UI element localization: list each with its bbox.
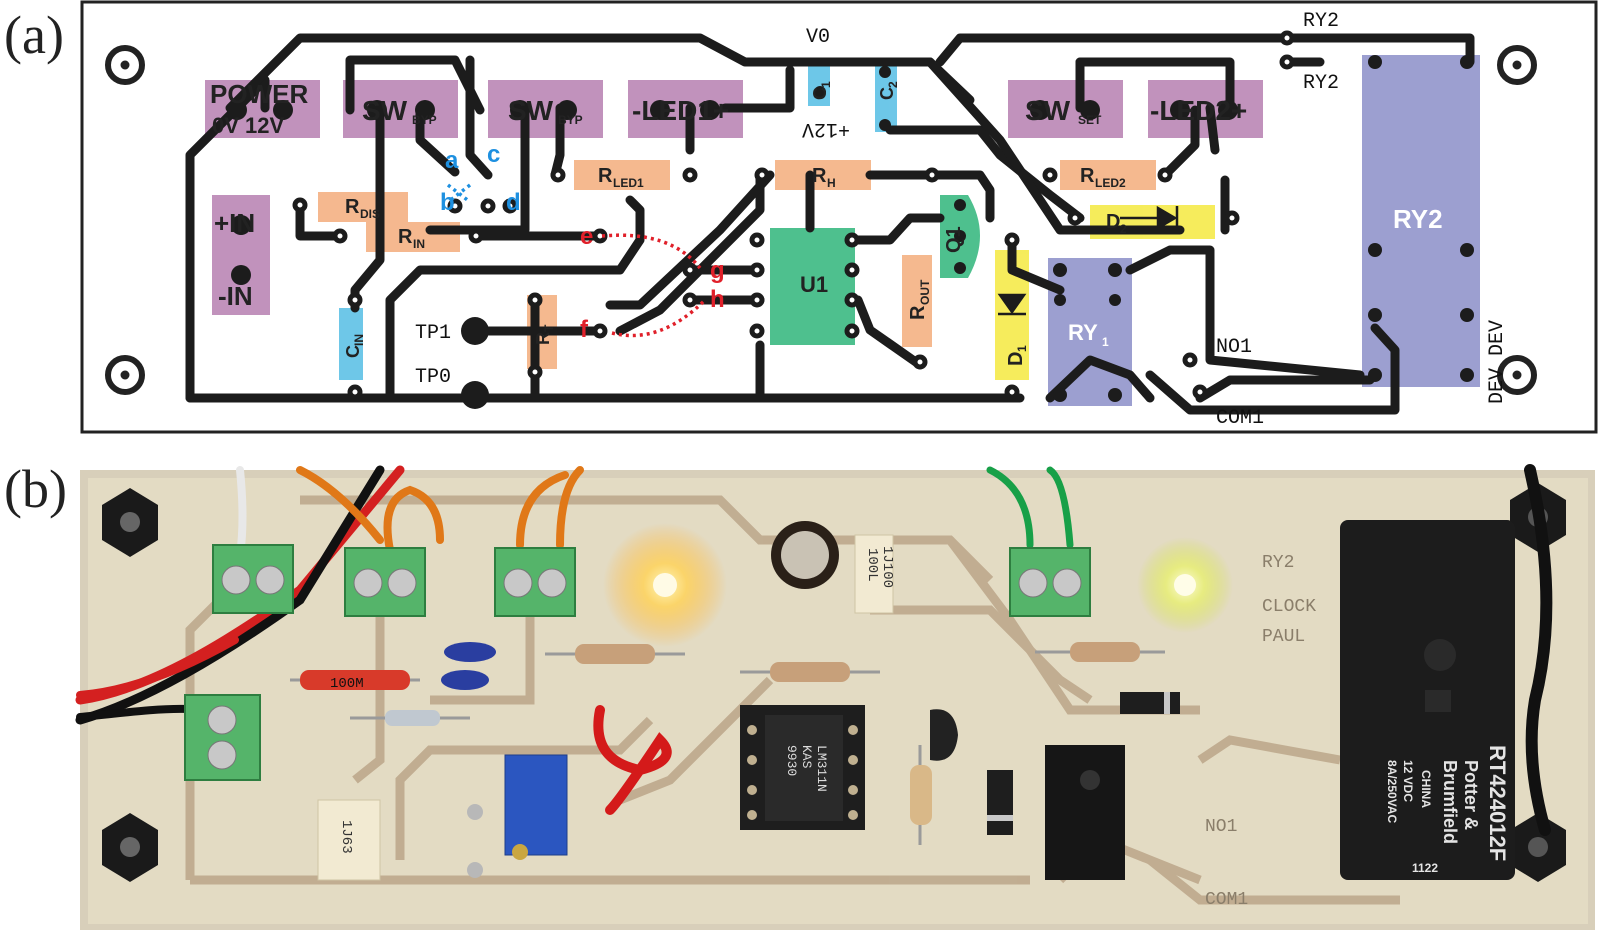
panel-label-a: (a) <box>4 5 64 65</box>
c1-label: C <box>810 87 830 100</box>
sw-byp-2-label: SW <box>508 95 554 126</box>
c1-sub: 1 <box>819 81 833 88</box>
pcb-traces <box>185 33 1475 415</box>
sw-byp-1-sub: BYP <box>412 113 437 127</box>
sw-set-label: SW <box>1025 95 1071 126</box>
no1-label: NO1 <box>1216 336 1252 359</box>
d1-sub: 1 <box>1015 345 1029 352</box>
led1-label: -LED1+ <box>632 95 729 126</box>
sw-byp-1-label: SW <box>362 95 408 126</box>
r-dis-sub: DIS <box>360 207 380 221</box>
in-pos-label: +IN <box>214 208 255 238</box>
c2-sub: 2 <box>886 81 900 88</box>
sw-set-sub: SET <box>1078 113 1102 127</box>
mounting-hole-icon <box>105 45 1537 395</box>
r-in-sub: IN <box>413 237 425 251</box>
r-t-label: R <box>533 332 553 345</box>
power-label: POWER <box>210 79 308 109</box>
c-in-label: C <box>343 345 363 358</box>
pcb-large-pads <box>227 55 1474 409</box>
dev-label: DEV DEV <box>1486 320 1509 404</box>
diode-icon <box>997 205 1179 316</box>
pcb-pads <box>292 30 1295 400</box>
in-neg-label: -IN <box>218 281 253 311</box>
r-led2-sub: LED2 <box>1095 176 1126 190</box>
r-h-sub: H <box>827 176 836 190</box>
jumper-d: d <box>506 189 521 216</box>
ry2-label: RY2 <box>1393 204 1443 234</box>
ry1-label: RY <box>1068 320 1098 345</box>
d2-sub: 2 <box>1120 222 1127 236</box>
c-in-sub: IN <box>352 334 366 346</box>
sw-byp-2-sub: BYP <box>558 113 583 127</box>
r-led2-label: R <box>1080 165 1095 187</box>
d1-label: D <box>1005 352 1027 366</box>
ry2-silk-2: RY2 <box>1303 72 1339 95</box>
led2-label: -LED2+ <box>1150 95 1247 126</box>
tp1-label: TP1 <box>415 322 451 345</box>
jumper-lines <box>446 183 707 338</box>
panel-label-b: (b) <box>4 459 67 519</box>
r-dis-label: R <box>345 196 360 218</box>
r-out-sub: OUT <box>918 279 932 305</box>
jumper-f: f <box>580 316 589 343</box>
com1-label: COM1 <box>1216 407 1264 430</box>
r-led1-label: R <box>598 165 613 187</box>
tp0-label: TP0 <box>415 366 451 389</box>
v0-label: V0 <box>806 26 830 49</box>
r-in-label: R <box>398 226 413 248</box>
v12-label: +12V <box>802 117 850 140</box>
u1-label: U1 <box>800 272 828 297</box>
q1-label: Q1 <box>943 226 965 253</box>
r-out-label: R <box>907 305 929 320</box>
r-t-sub: T <box>542 324 556 332</box>
d2-label: D <box>1106 211 1120 233</box>
jumper-a: a <box>445 147 459 174</box>
r-h-label: R <box>812 165 827 187</box>
c2-label: C <box>877 87 897 100</box>
jumper-h: h <box>710 286 725 313</box>
ry2-silk-1: RY2 <box>1303 10 1339 33</box>
power-pins-label: 0V 12V <box>212 113 284 138</box>
jumper-b: b <box>440 189 455 216</box>
jumper-c: c <box>487 141 500 168</box>
jumper-e: e <box>580 223 593 250</box>
ry1-sub: 1 <box>1102 335 1109 349</box>
jumper-g: g <box>710 257 725 284</box>
r-led1-sub: LED1 <box>613 176 644 190</box>
